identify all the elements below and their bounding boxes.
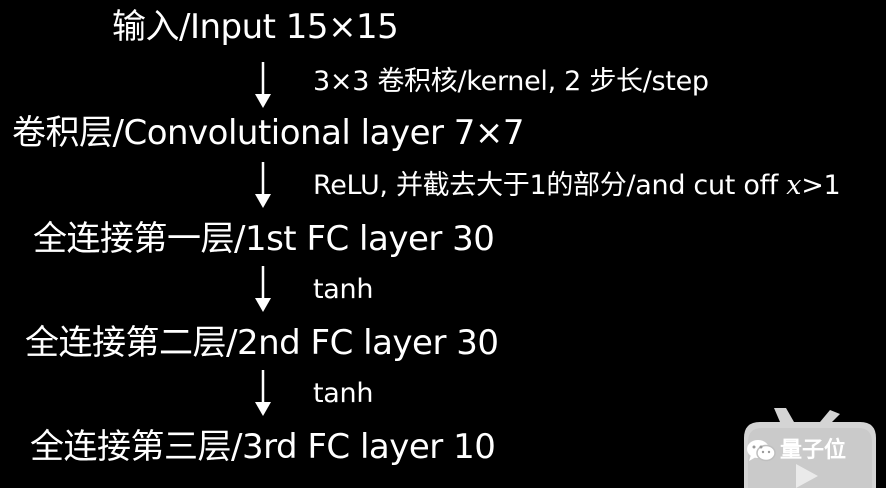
watermark-logo-shape: [744, 408, 876, 488]
wechat-icon: [746, 438, 776, 464]
watermark-text: 量子位: [780, 438, 847, 463]
operation-conv-kernel: 3×3 卷积核/kernel, 2 步长/step: [313, 66, 709, 97]
layer-fc2: 全连接第二层/2nd FC layer 30: [25, 323, 499, 363]
layer-input: 输入/Input 15×15: [112, 7, 399, 47]
down-arrow-icon: [253, 62, 273, 108]
operation-relu-variable: x: [786, 170, 802, 201]
operation-tanh-2: tanh: [313, 378, 374, 409]
down-arrow-icon: [253, 162, 273, 208]
watermark: 量子位: [736, 408, 886, 488]
layer-fc1: 全连接第一层/1st FC layer 30: [33, 219, 495, 259]
layer-fc3: 全连接第三层/3rd FC layer 10: [30, 427, 496, 467]
operation-relu-suffix: >1: [801, 170, 841, 201]
down-arrow-icon: [253, 266, 273, 312]
operation-tanh-1: tanh: [313, 274, 374, 305]
operation-relu-prefix: ReLU, 并截去大于1的部分/and cut off: [313, 170, 787, 201]
down-arrow-icon: [253, 370, 273, 416]
layer-conv: 卷积层/Convolutional layer 7×7: [12, 113, 525, 153]
operation-relu: ReLU, 并截去大于1的部分/and cut off x>1: [313, 170, 841, 202]
